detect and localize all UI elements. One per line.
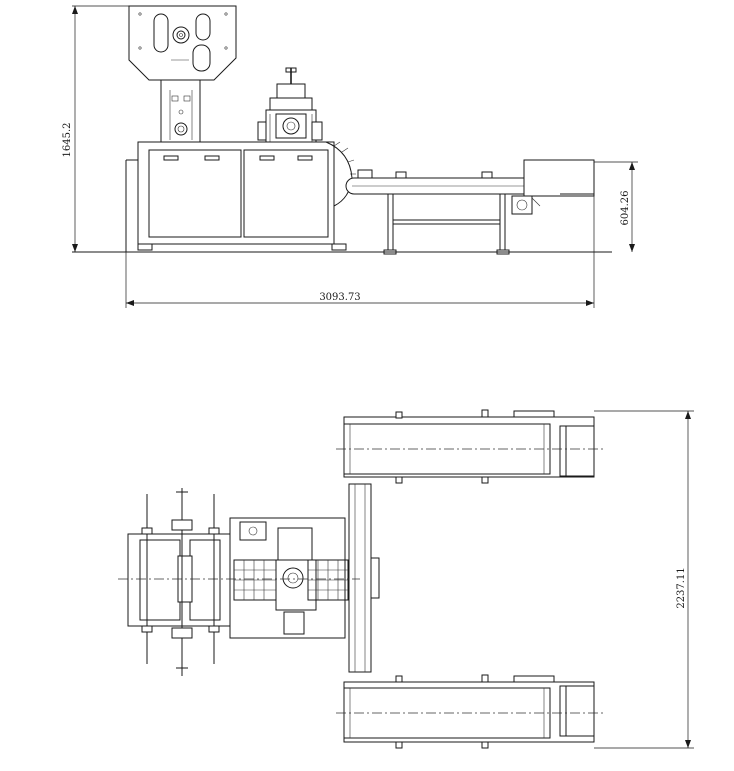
feeder-plan [118,488,360,676]
length-label: 3093.73 [319,292,360,303]
dimension-height: 1645.2 [62,5,129,252]
dimension-length: 3093.73 [125,196,595,308]
height-label: 1645.2 [62,123,73,158]
front-elevation: 1645.2 604.26 3093.73 [62,5,638,308]
dimension-width: 2237.11 [594,410,694,749]
width-label: 2237.11 [676,567,687,608]
lower-conveyor [336,674,604,749]
plan-view: 2237.11 [118,409,694,749]
column [160,79,201,143]
main-frame-plan [229,517,349,639]
transfer-rail [348,483,380,673]
conveyor-height-label: 604.26 [620,191,631,226]
main-cabinet [125,141,347,252]
output-conveyor [345,159,595,255]
upper-conveyor [336,409,604,484]
head-assembly [257,67,323,149]
dimension-conveyor-height: 604.26 [594,161,638,252]
